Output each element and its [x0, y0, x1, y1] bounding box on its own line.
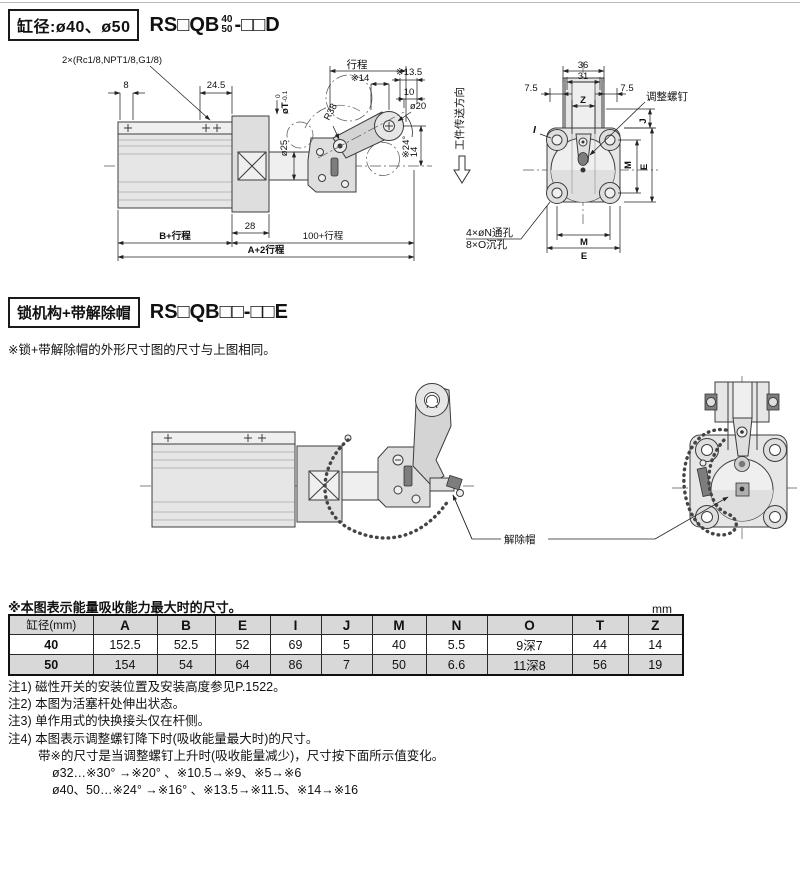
dim-d20: ø20	[410, 101, 426, 112]
dim-24deg-star: ※24°	[401, 136, 412, 159]
down-arrow-icon	[453, 155, 471, 184]
model-code-lock: RS□QB□□-□□E	[149, 301, 288, 323]
footnotes: 注1) 磁性开关的安装位置及安装高度参见P.1522。 注2) 本图为活塞杆处伸…	[8, 679, 444, 799]
dT-tol-upper: 0	[275, 94, 282, 98]
dim-36: 36	[578, 60, 589, 71]
col-m: M	[371, 614, 427, 635]
col-o: O	[486, 614, 573, 635]
dim-e-bottom: E	[581, 251, 587, 262]
col-t: T	[571, 614, 629, 635]
front-view-dimensions: 36 31 7.5 7.5 Z 调整螺钉 I	[466, 60, 688, 262]
dim-dT-group: øT 0 -0.1	[275, 90, 291, 114]
note-line: 带※的尺寸是当调整螺钉上升时(吸收能量减少)，尺寸按下面所示值变化。	[38, 748, 445, 763]
mounting-lugs-2	[695, 438, 787, 529]
dim-8: 8	[123, 80, 128, 91]
col-e: E	[214, 614, 271, 635]
note-line: 注3) 单作用式的快换接头仅在杆侧。	[8, 714, 211, 729]
chain	[323, 438, 450, 540]
table-header-row: 缸径(mm) A B E I J M N O T Z	[8, 614, 684, 635]
adjust-screw-label: 调整螺钉	[646, 90, 688, 103]
dim-a-2stroke: A+2行程	[248, 244, 285, 256]
dim-stroke: 行程	[347, 58, 368, 71]
table-caption-row: ※本图表示能量吸收能力最大时的尺寸。 mm	[8, 597, 672, 616]
dim-100-stroke: 100+行程	[303, 230, 344, 242]
side-view-lock-cylinder	[140, 383, 475, 540]
dim-z: Z	[580, 95, 586, 106]
dim-24-5: 24.5	[207, 80, 226, 91]
table-row-50: 50 154 54 64 86 7 50 6.6 11深8 56 19	[8, 654, 684, 676]
page-top-rule	[0, 2, 800, 3]
dim-e-side: E	[639, 164, 650, 170]
col-z: Z	[627, 614, 684, 635]
bore-size-box: 缸径:ø40、ø50	[8, 9, 140, 41]
model-suffix: -□□D	[234, 13, 280, 36]
col-i: I	[269, 614, 322, 635]
port-screws-2	[164, 434, 266, 442]
holes-through-label: 4×øN通孔	[466, 226, 513, 239]
section1-header: 缸径:ø40、ø50 RS□QB 40 50 -□□D	[8, 9, 280, 41]
dim-b-stroke: B+行程	[159, 230, 191, 242]
front-view-lock-cylinder	[672, 376, 800, 542]
table-row-40: 40 152.5 52.5 52 69 5 40 5.5 9深7 44 14	[8, 634, 684, 655]
col-j: J	[320, 614, 373, 635]
release-cap	[445, 474, 463, 491]
dim-m-side: M	[623, 161, 634, 169]
dimension-drawing-basic: 2×(Rc1/8,NPT1/8,G1/8) 8 24.5 行程 ※14 ※13.…	[62, 55, 688, 262]
dim-31: 31	[578, 71, 589, 82]
model-prefix: RS□QB	[149, 13, 220, 36]
side-view-cylinder	[104, 74, 432, 213]
col-a: A	[92, 614, 158, 635]
dim-14: 14	[409, 147, 420, 158]
release-cap-label: 解除帽	[504, 533, 536, 546]
port-label: 2×(Rc1/8,NPT1/8,G1/8)	[62, 55, 162, 66]
section2-header: 锁机构+带解除帽 RS□QB□□-□□E	[8, 297, 288, 328]
model-code: RS□QB 40 50 -□□D	[149, 14, 279, 37]
dim-7-5-left: 7.5	[524, 83, 537, 94]
note-line: 注1) 磁性开关的安装位置及安装高度参见P.1522。	[8, 680, 286, 694]
note-line: ø40、50…※24° →※16° 、※13.5→※11.5、※14→※16	[52, 783, 359, 798]
dim-10: 10	[404, 87, 415, 98]
side-view-dimensions: 2×(Rc1/8,NPT1/8,G1/8) 8 24.5 行程 ※14 ※13.…	[62, 55, 426, 261]
chain-2	[682, 427, 738, 537]
dim-i: I	[533, 124, 537, 136]
dimension-drawing-lock: 解除帽	[140, 376, 800, 546]
note-line: ø32…※30° →※20° 、※10.5→※9、※5→※6	[52, 766, 302, 781]
dim-7-5-right: 7.5	[620, 83, 633, 94]
dim-d25: ø25	[279, 140, 290, 156]
note-line: 注2) 本图为活塞杆处伸出状态。	[8, 697, 186, 712]
col-bore: 缸径(mm)	[8, 614, 94, 635]
holes-counterbore-label: 8×O沉孔	[466, 238, 508, 251]
dim-13-5-star: ※13.5	[396, 67, 422, 78]
front-view-cylinder	[523, 62, 658, 224]
section2-note: ※锁+带解除帽的外形尺寸图的尺寸与上图相同。	[8, 343, 276, 357]
table-unit: mm	[652, 602, 672, 616]
dimension-table: 缸径(mm) A B E I J M N O T Z 40 152.5 52.5…	[8, 614, 684, 676]
lock-mechanism-box: 锁机构+带解除帽	[8, 297, 140, 328]
dim-dT: øT	[280, 102, 291, 114]
dim-28: 28	[245, 221, 256, 232]
mounting-lugs	[546, 129, 621, 204]
adjust-screw	[577, 152, 589, 166]
col-b: B	[156, 614, 216, 635]
dim-m-bottom: M	[580, 237, 588, 248]
transfer-direction-label: 工件传送方向	[453, 87, 466, 150]
note-line: 注4) 本图表示调整螺钉降下时(吸收能量最大时)的尺寸。	[8, 731, 319, 746]
col-n: N	[425, 614, 488, 635]
dim-r38: R38	[322, 102, 340, 123]
transfer-direction: 工件传送方向	[453, 87, 471, 184]
dim-j: J	[638, 118, 649, 123]
port-screws	[124, 124, 221, 132]
release-cap-callout: 解除帽	[452, 494, 729, 546]
dT-tol-lower: -0.1	[282, 90, 289, 102]
dim-14-star: ※14	[351, 73, 370, 84]
table-caption: ※本图表示能量吸收能力最大时的尺寸。	[8, 600, 242, 615]
model-bore-fraction: 40 50	[221, 14, 233, 35]
